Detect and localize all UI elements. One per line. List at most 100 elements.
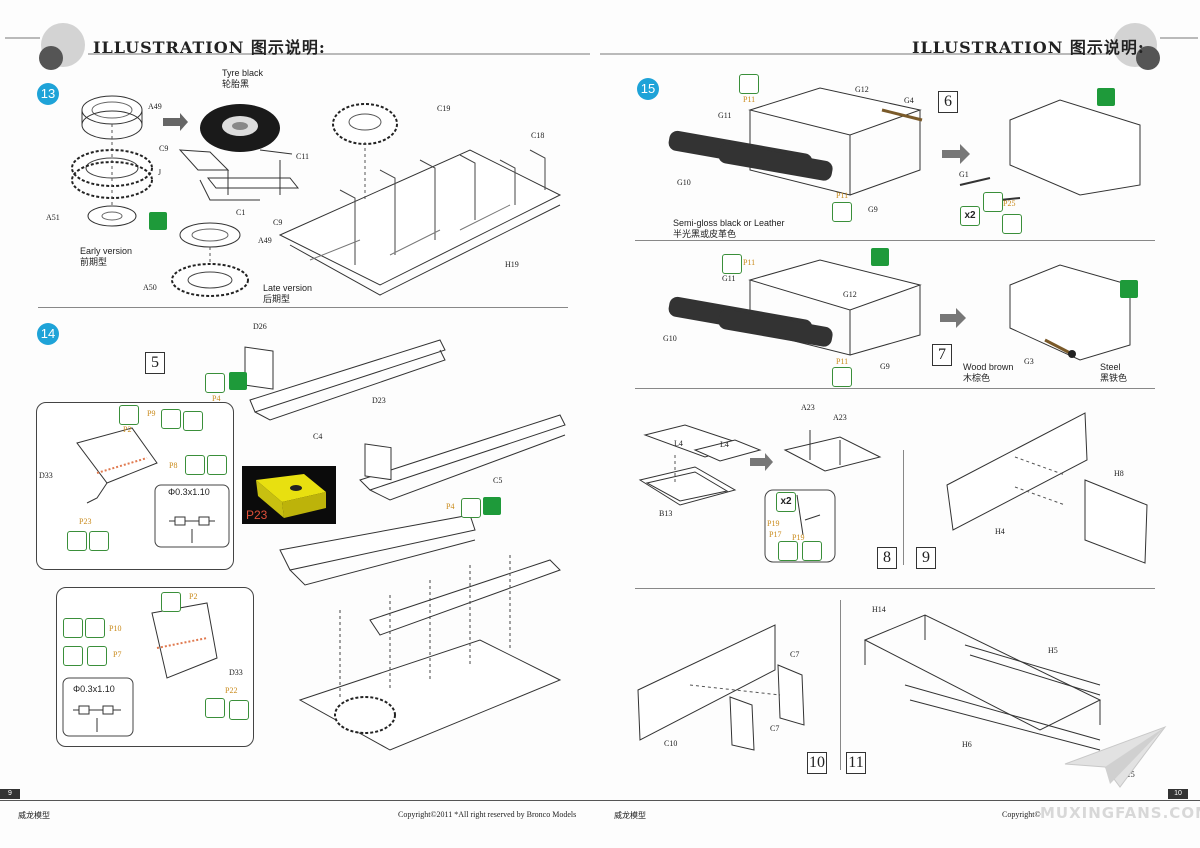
- p23-photo-label: P23: [246, 508, 268, 522]
- part-p4-a: P4: [212, 394, 221, 403]
- step-8-9-drawing: [638, 412, 1148, 564]
- paint-stripe-icon: [871, 248, 889, 266]
- early-version-label: Early version: [80, 246, 133, 256]
- late-version-label: Late version: [263, 283, 313, 293]
- flip-part-icon: [483, 497, 501, 515]
- insert-icon: [205, 698, 225, 718]
- part-p7: P7: [113, 650, 122, 659]
- part-c7-a: C7: [790, 650, 800, 659]
- part-c4: C4: [313, 432, 323, 441]
- glue-icon: [85, 618, 105, 638]
- part-b13: B13: [659, 509, 673, 518]
- divider-8-9: [903, 450, 904, 565]
- early-version-cn-label: 前期型: [80, 257, 108, 267]
- inset-detail-1: P9 P2 P8 P23 D33 Φ0.3x1.10: [36, 402, 234, 570]
- part-d26: D26: [253, 322, 267, 331]
- glue-icon: [183, 411, 203, 431]
- insert-icon: [778, 541, 798, 561]
- part-p11-c: P11: [743, 258, 756, 267]
- footer-rule: [0, 800, 1200, 801]
- glue-icon: [832, 367, 852, 387]
- part-g11-b: G11: [722, 274, 736, 283]
- part-p25: P25: [1003, 199, 1016, 208]
- flip-part-icon: [1120, 280, 1138, 298]
- p23-photo-drawing: [256, 474, 326, 518]
- glue-icon: [832, 202, 852, 222]
- steel-cn-label: 黑铁色: [1100, 373, 1128, 383]
- part-p8: P8: [169, 461, 178, 470]
- wire-spec-1: Φ0.3x1.10: [168, 487, 210, 497]
- step-15-badge: 15: [637, 78, 659, 100]
- part-p19-b: P19: [792, 533, 805, 542]
- semi-gloss-label: Semi-gloss black or Leather: [673, 218, 785, 228]
- watermark-text: MUXINGFANS.COM: [1040, 804, 1200, 822]
- part-l4-b: L4: [720, 440, 729, 449]
- glue-icon: [205, 373, 225, 393]
- box-7: 7: [932, 344, 952, 366]
- flip-part-icon: [149, 212, 167, 230]
- step-15-drawing: [668, 87, 1141, 361]
- part-p2-a: P2: [123, 425, 132, 434]
- part-a50: A50: [143, 283, 157, 292]
- header-title-left: ILLUSTRATION 图示说明:: [93, 38, 326, 57]
- part-p23: P23: [79, 517, 92, 526]
- part-h5: H5: [1048, 646, 1058, 655]
- part-a51: A51: [46, 213, 60, 222]
- part-h8: H8: [1114, 469, 1124, 478]
- glue-icon: [722, 254, 742, 274]
- part-p19-a: P19: [767, 519, 780, 528]
- tyre-black-label: Tyre black: [222, 68, 264, 78]
- page-number-left: 9: [0, 789, 20, 799]
- part-p10: P10: [109, 624, 122, 633]
- glue-icon: [87, 646, 107, 666]
- footer-brand-left: 威龙模型: [18, 811, 50, 820]
- part-c5: C5: [493, 476, 503, 485]
- box-10: 10: [807, 752, 827, 774]
- part-g12-b: G12: [843, 290, 857, 299]
- part-l4-a: L4: [674, 439, 683, 448]
- part-c19: C19: [437, 104, 451, 113]
- part-j: J: [158, 168, 162, 177]
- glue-icon: [461, 498, 481, 518]
- box-6: 6: [938, 91, 958, 113]
- x2-badge-a: x2: [960, 206, 980, 226]
- part-p11-d: P11: [836, 357, 849, 366]
- wire-spec-2: Φ0.3x1.10: [73, 684, 115, 694]
- part-h14: H14: [872, 605, 886, 614]
- late-version-cn-label: 后期型: [263, 294, 291, 304]
- insert-icon: [161, 409, 181, 429]
- glue-icon: [983, 192, 1003, 212]
- inset-detail-2: P10 P7 P2 P22 D33 Φ0.3x1.10: [56, 587, 254, 747]
- glue-icon: [119, 405, 139, 425]
- part-g9-b: G9: [880, 362, 890, 371]
- part-p22: P22: [225, 686, 238, 695]
- divider-13-14: [38, 307, 568, 308]
- part-a23-b: A23: [833, 413, 847, 422]
- flip-part-icon: [229, 372, 247, 390]
- page-number-right: 10: [1168, 789, 1188, 799]
- part-h6: H6: [962, 740, 972, 749]
- part-g1: G1: [959, 170, 969, 179]
- part-p4-b: P4: [446, 502, 455, 511]
- box-11: 11: [846, 752, 866, 774]
- step-14-drawing: [244, 339, 566, 751]
- part-g4: G4: [904, 96, 914, 105]
- box-8: 8: [877, 547, 897, 569]
- header-title-right: ILLUSTRATION 图示说明:: [912, 38, 1145, 57]
- part-p9: P9: [147, 409, 156, 418]
- wood-brown-cn-label: 木棕色: [963, 373, 991, 383]
- glue-icon: [229, 700, 249, 720]
- insert-icon: [67, 531, 87, 551]
- part-p17: P17: [769, 530, 782, 539]
- part-d33-a: D33: [39, 471, 53, 480]
- footer-copyright-right: Copyright©: [1002, 810, 1041, 819]
- part-g12-a: G12: [855, 85, 869, 94]
- header-decoration: [5, 23, 1198, 70]
- tyre-black-cn-label: 轮胎黑: [222, 79, 250, 89]
- part-c18: C18: [531, 131, 545, 140]
- insert-icon: [63, 618, 83, 638]
- part-g10-b: G10: [663, 334, 677, 343]
- part-c11: C11: [296, 152, 310, 161]
- divider-15b: [635, 388, 1155, 389]
